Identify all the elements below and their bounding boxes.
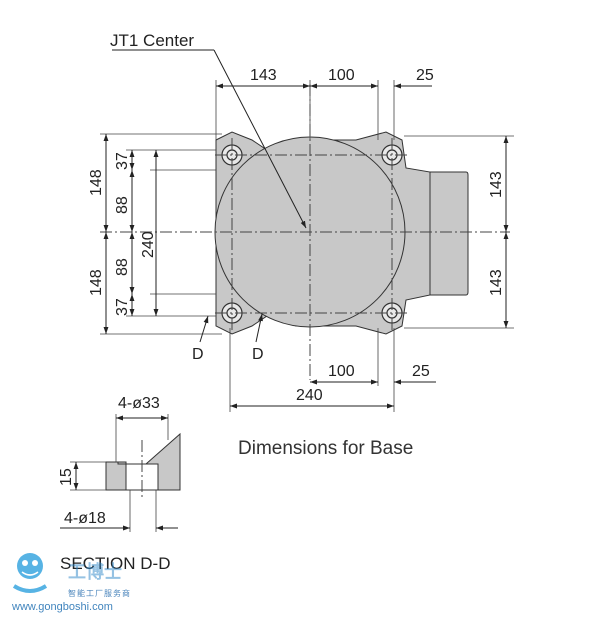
jt1-center-label: JT1 Center [110,31,194,50]
jt1-center-leader: JT1 Center [110,31,307,229]
dim-top-143: 143 [250,67,277,84]
base-plate [214,131,469,335]
dim-top-100: 100 [328,67,355,84]
dim-left-37-top: 37 [114,152,131,170]
svg-text:智能工厂服务商: 智能工厂服务商 [68,588,131,598]
dim-left-88-top: 88 [114,196,131,214]
dim-top-25: 25 [416,67,434,84]
watermark-url: www.gongboshi.com [11,601,113,613]
dim-left-148-bottom: 148 [88,269,105,296]
right-dimensions: 143 143 [404,135,514,329]
center-lines [100,84,510,380]
drawing-caption: Dimensions for Base [238,438,413,459]
section-title: SECTION D-D [60,554,171,573]
dim-bottom-25: 25 [412,363,430,380]
section-d-d-view: 4-ø33 15 4-ø18 SECTION D-D [58,395,181,573]
top-dimensions: 143 100 25 [215,67,434,140]
section-cut-markers: D D [192,313,264,363]
dim-right-143-bottom: 143 [488,269,505,296]
dim-bottom-100: 100 [328,363,355,380]
dim-left-37-bottom: 37 [114,298,131,316]
dim-left-148-top: 148 [88,169,105,196]
gongboshi-watermark-logo: 工博士 智能工厂服务商 www.gongboshi.com [11,553,131,613]
svg-text:工博士: 工博士 [68,561,122,582]
dim-bottom-240: 240 [296,387,323,404]
bottom-dimensions: 100 25 240 [229,328,436,412]
section-mark-left: D [192,346,204,363]
dim-section-height: 15 [58,468,75,486]
left-dimensions: 148 148 37 88 240 88 37 [88,133,222,335]
dim-left-88-bottom: 88 [114,258,131,276]
dim-section-holes-large: 4-ø33 [118,395,160,412]
section-mark-right: D [252,346,264,363]
dim-section-holes-small: 4-ø18 [64,510,106,527]
dim-right-143-top: 143 [488,171,505,198]
dim-left-240: 240 [140,231,157,258]
